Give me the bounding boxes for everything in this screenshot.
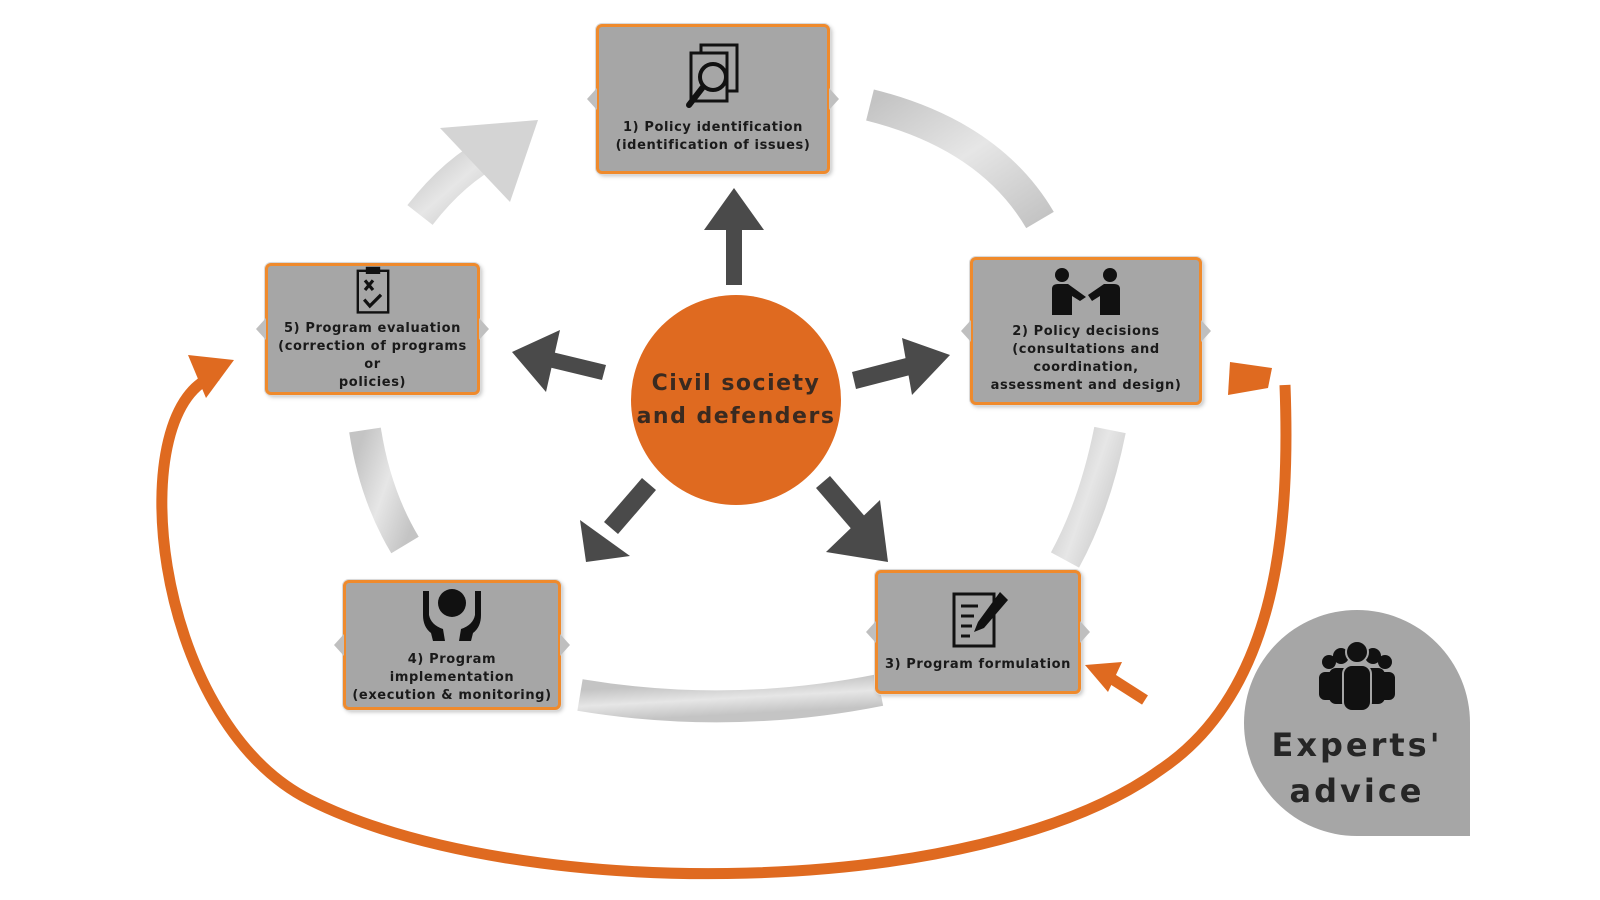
group-icon <box>1319 640 1395 712</box>
box-tab-left <box>961 320 971 342</box>
center-arrows <box>512 188 950 562</box>
center-circle: Civil society and defenders <box>631 295 841 505</box>
stage-label: 4) Program implementation (execution & m… <box>352 652 552 703</box>
box-tab-left <box>256 318 266 340</box>
stage-label: 3) Program formulation <box>884 657 1072 672</box>
stage-label: 1) Policy identification (identification… <box>615 120 811 153</box>
orange-arrowhead-formulation <box>1085 662 1122 692</box>
cycle-arrows <box>349 89 1126 723</box>
cycle-arc-1-2 <box>866 89 1054 229</box>
clipboard-checklist-icon <box>356 266 389 314</box>
center-arrow-right <box>852 338 950 395</box>
center-label: Civil society and defenders <box>636 371 836 429</box>
stage-label: 2) Policy decisions (consultations and c… <box>990 324 1182 393</box>
center-arrow-down-right <box>816 476 888 562</box>
box-tab-right <box>829 88 839 110</box>
handshake-icon <box>1052 268 1120 315</box>
box-tab-right <box>1080 621 1090 643</box>
stage-box-program-evaluation: 5) Program evaluation (correction of pro… <box>256 263 489 395</box>
center-arrow-left <box>512 330 606 392</box>
box-tab-left <box>866 621 876 643</box>
stage-box-policy-decisions: 2) Policy decisions (consultations and c… <box>961 257 1211 405</box>
experts-feedback-arc <box>156 355 1292 880</box>
box-tab-right <box>1201 320 1211 342</box>
orange-arrowhead-left <box>188 355 234 398</box>
box-tab-left <box>587 88 597 110</box>
box-tab-right <box>560 634 570 656</box>
box-tab-left <box>334 634 344 656</box>
stage-box-program-implementation: 4) Program implementation (execution & m… <box>334 580 570 710</box>
cycle-arc-3-4 <box>577 674 884 723</box>
stage-box-program-formulation: 3) Program formulation <box>866 570 1090 694</box>
box-tab-right <box>479 318 489 340</box>
cycle-arc-4-5 <box>349 427 419 554</box>
document-search-icon <box>686 43 739 108</box>
stage-box-policy-identification: 1) Policy identification (identification… <box>587 24 839 174</box>
orange-arrowhead-right <box>1228 362 1272 395</box>
center-arrow-up <box>704 188 764 285</box>
experts-advice-bubble: Experts' advice <box>1244 610 1470 836</box>
experts-advice-label: Experts' advice <box>1271 726 1443 810</box>
cycle-arrowhead-5-1 <box>440 120 538 202</box>
cycle-arc-2-3 <box>1050 426 1126 568</box>
center-arrow-down-left <box>580 478 656 562</box>
document-edit-icon <box>952 592 1008 648</box>
hands-support-icon <box>423 589 481 641</box>
stage-label: 5) Program evaluation (correction of pro… <box>278 321 467 390</box>
